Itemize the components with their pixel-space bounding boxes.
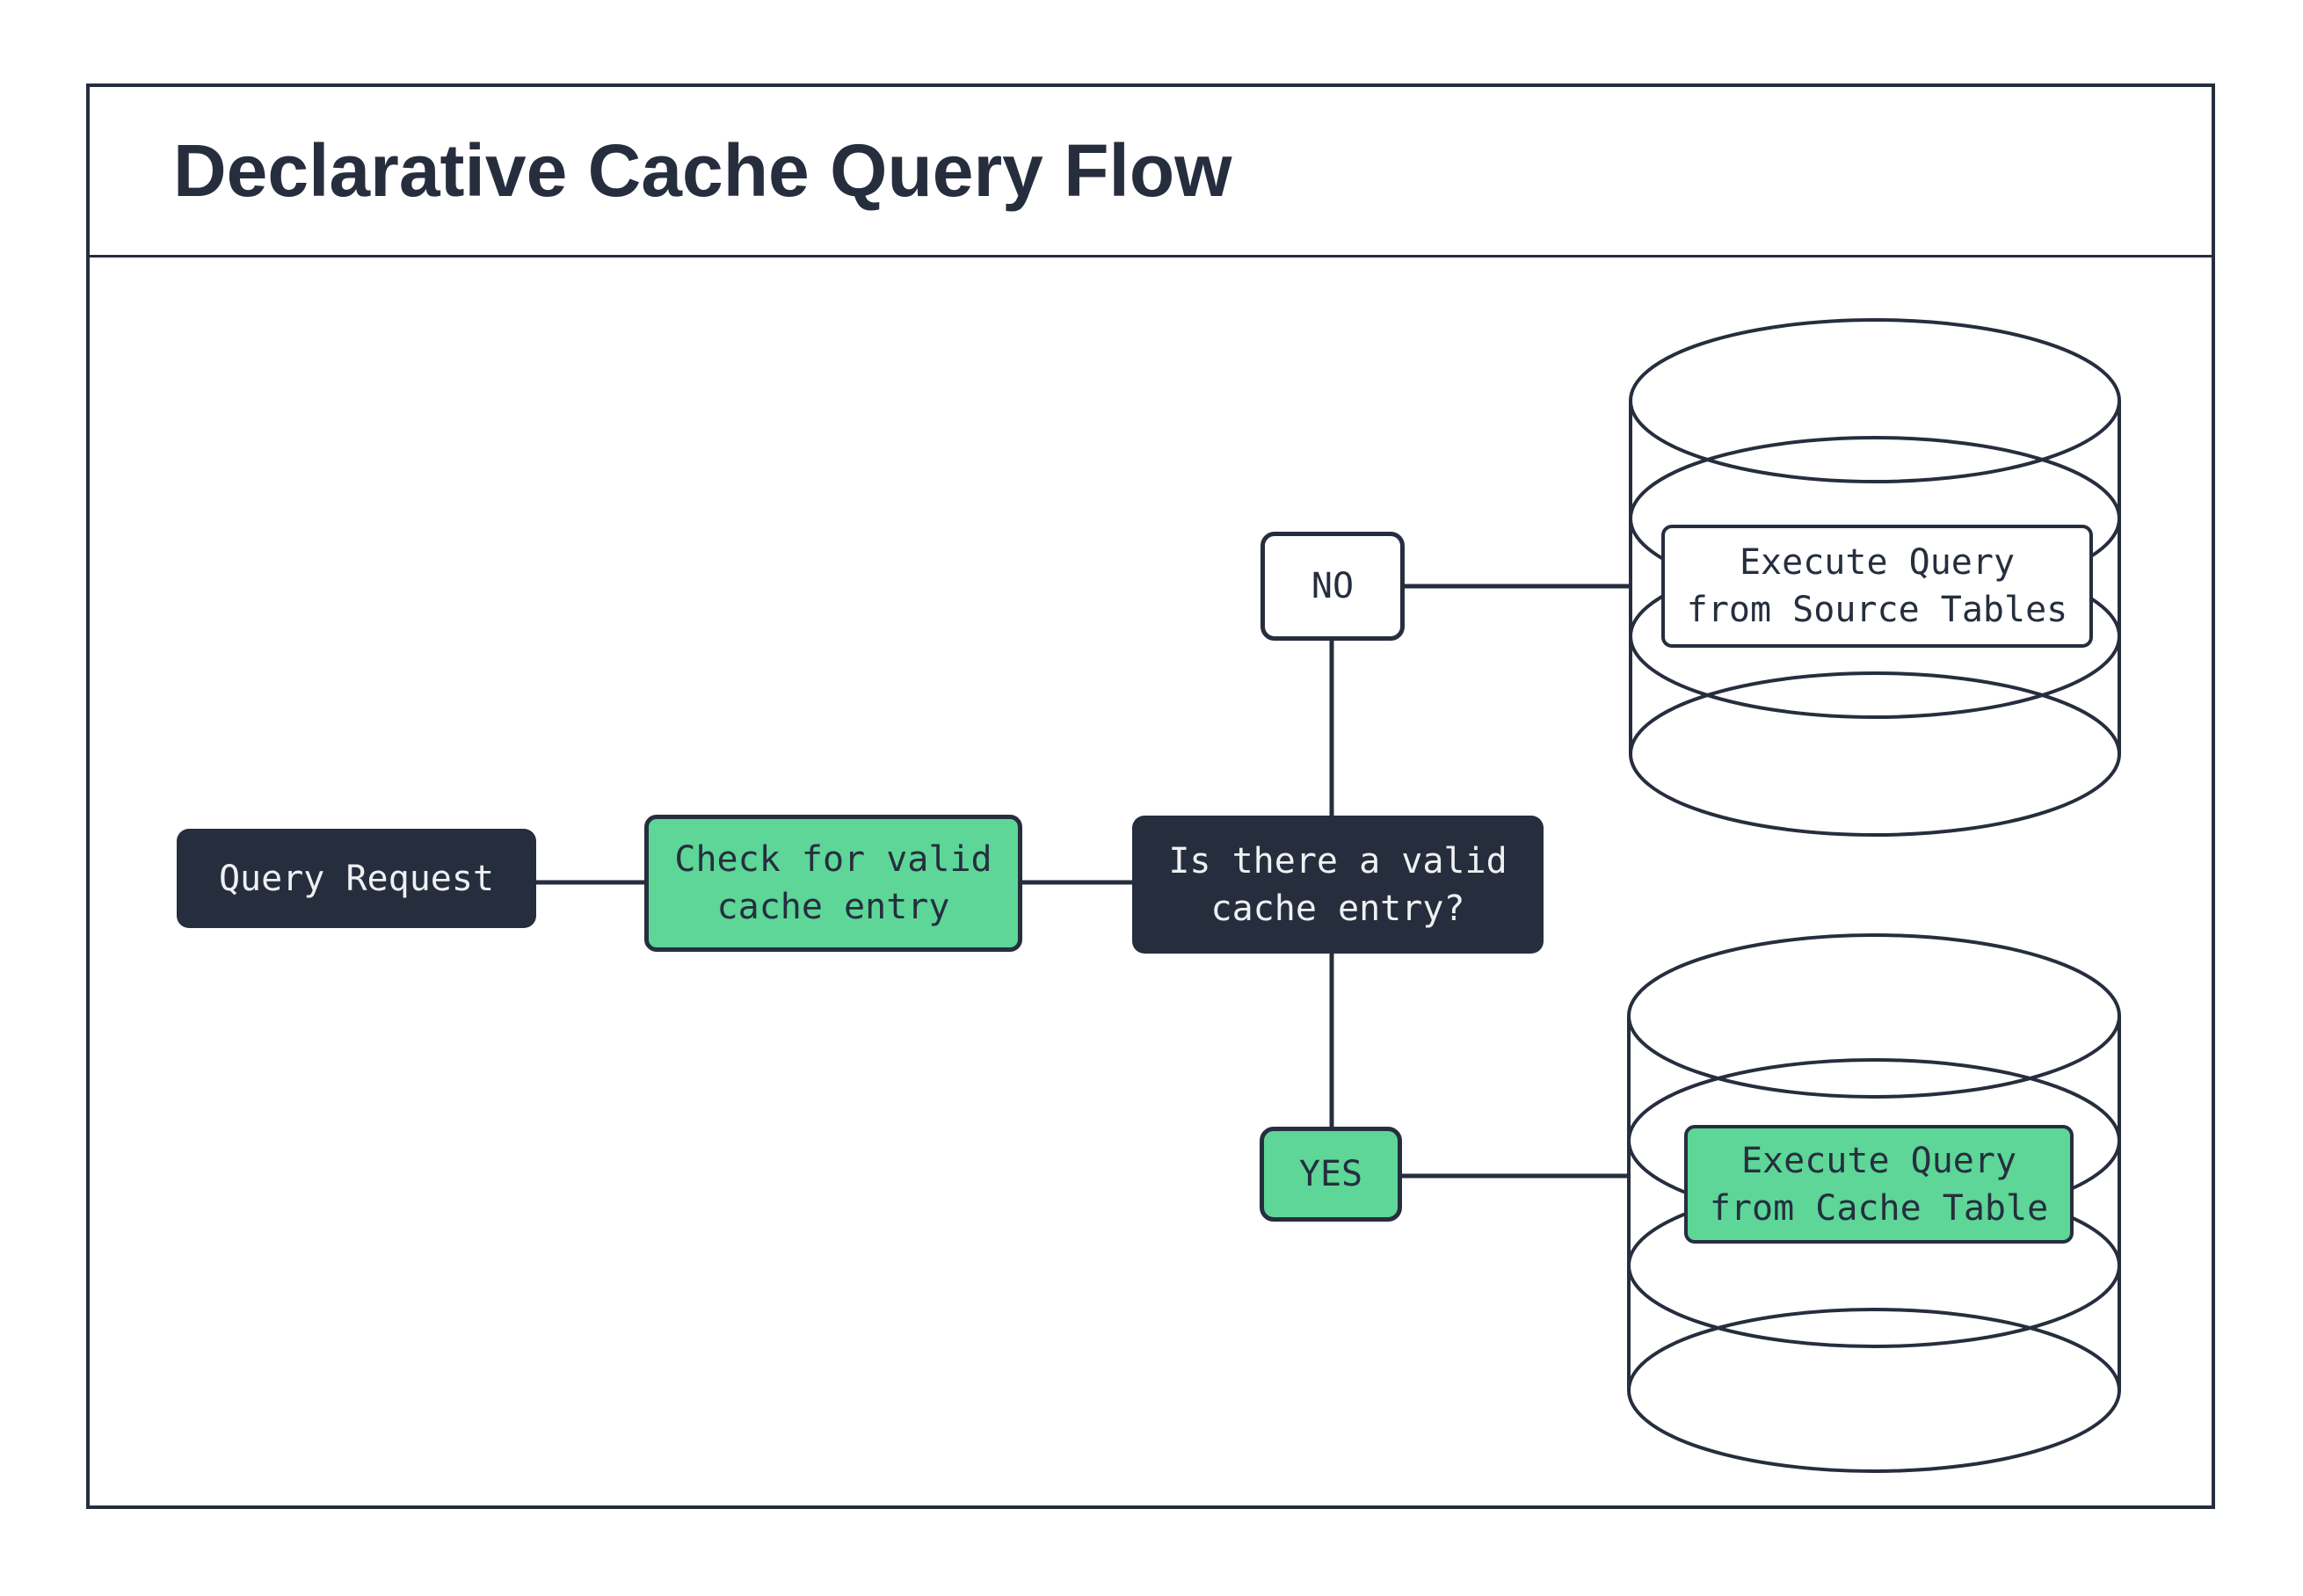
diagram-frame: Declarative Cache Query Flow bbox=[86, 83, 2215, 1509]
node-no-branch: NO bbox=[1260, 532, 1405, 641]
connector-lines bbox=[536, 584, 1631, 1179]
node-cache-db-label: Execute Query from Cache Table bbox=[1684, 1125, 2074, 1244]
page-title: Declarative Cache Query Flow bbox=[173, 129, 1232, 212]
node-source-db-label: Execute Query from Source Tables bbox=[1661, 525, 2093, 648]
node-check-cache: Check for valid cache entry bbox=[644, 815, 1022, 952]
node-yes-branch: YES bbox=[1260, 1127, 1402, 1222]
cache-database-icon bbox=[1627, 933, 2121, 1473]
node-decision: Is there a valid cache entry? bbox=[1132, 816, 1544, 954]
node-query-request: Query Request bbox=[177, 829, 536, 928]
diagram-header: Declarative Cache Query Flow bbox=[90, 87, 2212, 258]
